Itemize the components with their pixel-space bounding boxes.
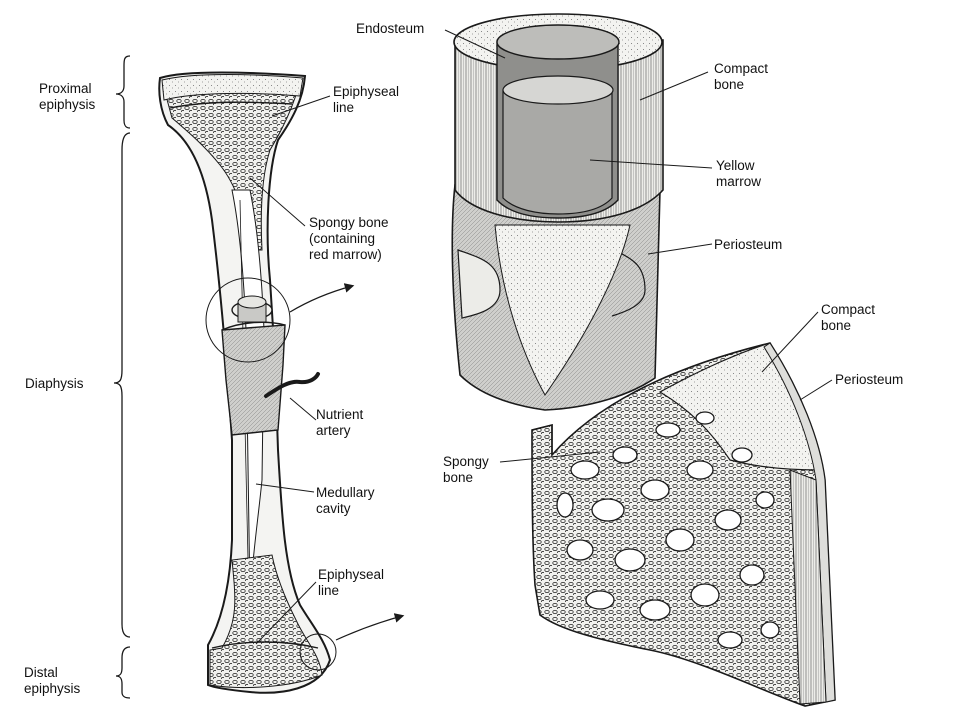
diaphysis-section [451, 13, 664, 411]
label-periosteum-top: Periosteum [714, 237, 783, 252]
periosteum-sleeve [221, 324, 286, 436]
label-epiphyseal-line-top: Epiphyseal line [333, 84, 400, 115]
epiphyseal-line-bottom-mark [211, 641, 319, 649]
brace-diaphysis [113, 132, 131, 638]
distal-spongy-bone [209, 554, 323, 688]
trabecular-cavities [556, 411, 780, 649]
zoom-arrow-top [289, 283, 355, 313]
yellow-marrow-cylinder [502, 89, 613, 215]
brace-proximal-epiphysis [115, 55, 131, 129]
label-nutrient-artery: Nutrient artery [316, 407, 364, 438]
leader-lines-top-right [444, 29, 713, 255]
label-diaphysis: Diaphysis [25, 376, 84, 391]
label-epiphyseal-line-bottom: Epiphyseal line [318, 567, 385, 598]
long-bone [158, 71, 405, 694]
label-spongy-bone-red-marrow: Spongy bone (containing red marrow) [309, 215, 389, 262]
zoom-arrow-bottom [335, 613, 405, 641]
label-medullary-cavity: Medullary cavity [316, 485, 375, 516]
label-spongy-bone: Spongy bone [443, 454, 489, 485]
label-proximal-epiphysis: Proximal epiphysis [39, 81, 96, 112]
spongy-bone-wedge [531, 342, 836, 707]
label-compact-bone-top: Compact bone [714, 61, 769, 92]
proximal-cap [161, 74, 304, 101]
compact-bone-cone [494, 224, 631, 396]
leader-lines-left [249, 95, 331, 645]
zoom-circle-distal [299, 633, 337, 671]
yellow-marrow-top [502, 75, 614, 105]
nutrient-artery-mark [264, 372, 320, 398]
zoom-circle-diaphysis [205, 277, 291, 363]
label-periosteum-bottom: Periosteum [835, 372, 904, 387]
compact-lamellae [789, 469, 827, 705]
leader-lines-bottom-right [499, 311, 833, 463]
periosteum-peeled-flap [457, 249, 501, 319]
label-yellow-marrow: Yellow marrow [716, 158, 762, 189]
label-compact-bone-bottom: Compact bone [821, 302, 876, 333]
label-endosteum: Endosteum [356, 21, 425, 36]
epiphyseal-line-top-mark [169, 101, 293, 109]
region-braces [113, 55, 131, 699]
brace-distal-epiphysis [115, 646, 131, 699]
label-distal-epiphysis: Distal epiphysis [24, 665, 81, 696]
